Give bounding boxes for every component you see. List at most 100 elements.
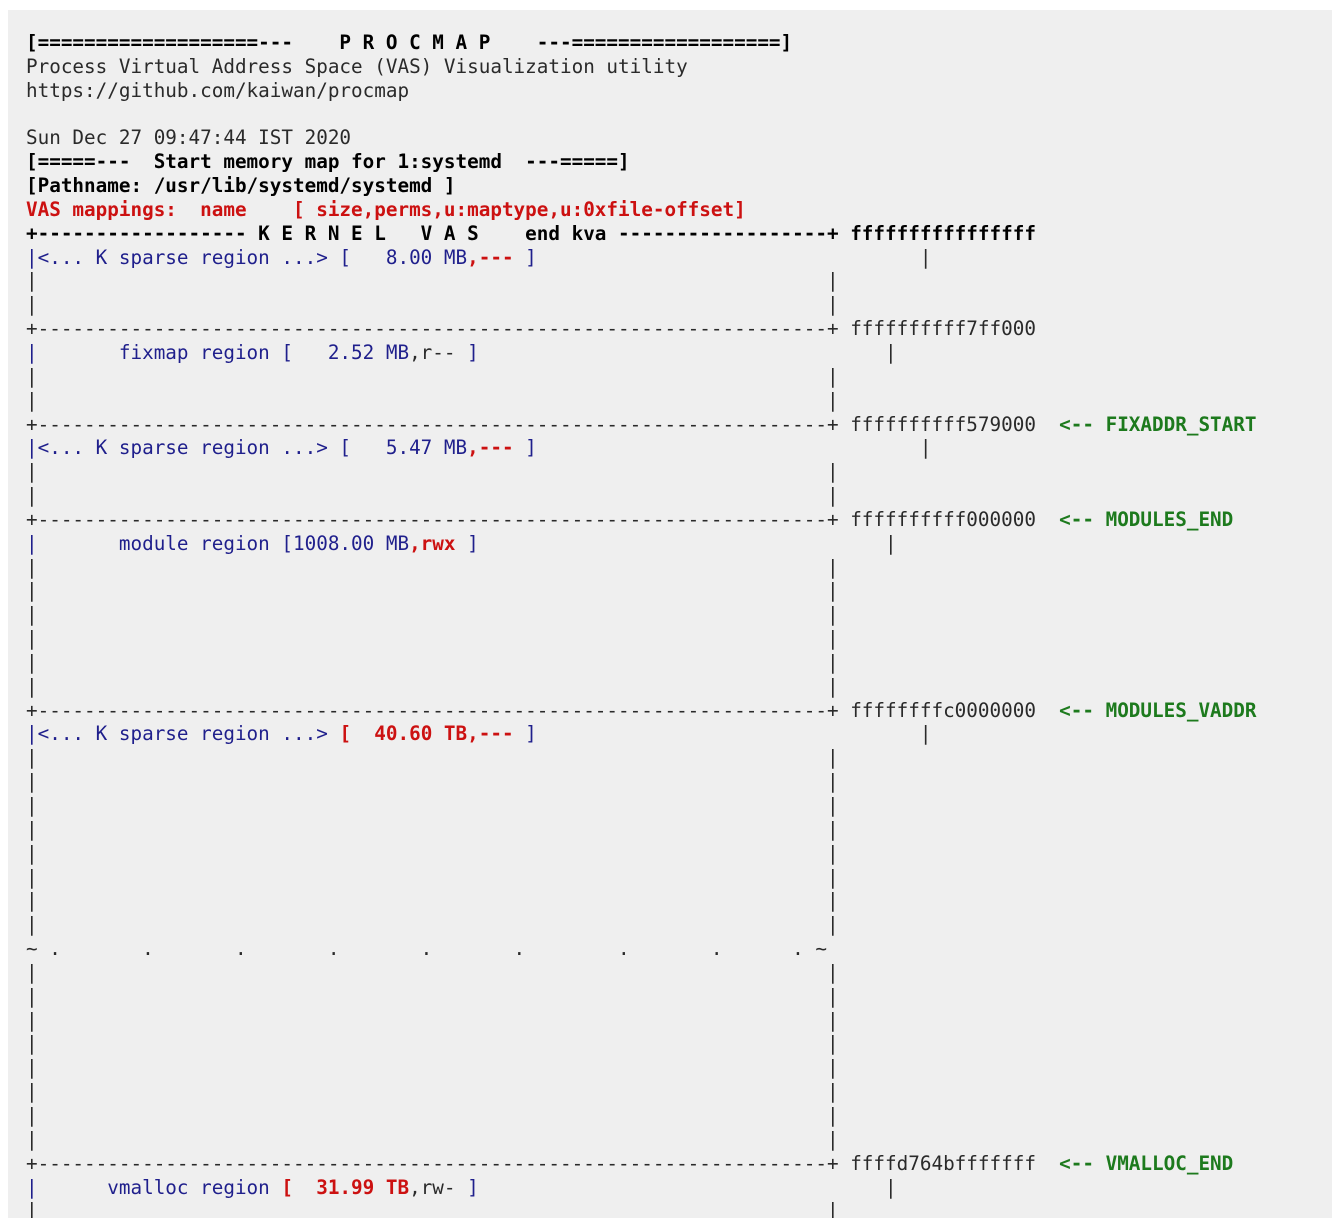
boundary-line: +---------------------------------------… [26,699,1257,723]
line-segment: ,rwx [409,531,456,555]
line-segment: ffffffffff000000 [850,507,1036,531]
line-segment: +---------------------------------------… [26,317,851,341]
line-segment: ] [513,245,537,269]
kernel-vas-header: +------------------ K E R N E L V A S en… [26,222,1257,246]
map-start-line: [=====--- Start memory map for 1:systemd… [26,150,1257,174]
line-segment: | | [26,889,839,913]
line-segment: | | [26,1127,839,1151]
line-segment: |<... K sparse region ...> [ 8.00 MB [26,245,468,269]
line-segment: [ 40.60 TB [339,722,468,746]
gap-line: | | [26,985,1257,1009]
line-segment: ] [513,436,537,460]
legend-line: VAS mappings: name [ size,perms,u:maptyp… [26,198,1257,222]
line-segment: ] [455,531,479,555]
line-segment: | [536,436,932,460]
line-segment: Sun Dec 27 09:47:44 IST 2020 [26,126,352,150]
line-segment: | [478,340,897,364]
pathname-line: [Pathname: /usr/lib/systemd/systemd ] [26,174,1257,198]
line-segment: | module region [1008.00 MB [26,531,410,555]
line-segment: ~ . . . . . . . . . ~ [26,937,827,961]
boundary-line: +---------------------------------------… [26,508,1257,532]
boundary-line: +---------------------------------------… [26,1152,1257,1176]
line-segment: <-- MODULES_VADDR [1035,698,1257,722]
fixmap-region: | fixmap region [ 2.52 MB,r-- ] | [26,341,1257,365]
terminal-window: [===================--- P R O C M A P --… [8,10,1332,1218]
gap-line: | | [26,889,1257,913]
gap-line: | | [26,365,1257,389]
line-segment: <-- MODULES_END [1035,507,1234,531]
line-segment: <-- FIXADDR_START [1035,412,1257,436]
line-segment: ffffffffffffffff [850,221,1036,245]
line-segment: | | [26,960,839,984]
boundary-line: +---------------------------------------… [26,413,1257,437]
line-segment: | fixmap region [ 2.52 MB [26,340,410,364]
line-segment: | | [26,770,839,794]
line-segment: Process Virtual Address Space (VAS) Visu… [26,54,688,78]
gap-line: | | [26,389,1257,413]
gap-line: | | [26,866,1257,890]
line-segment: | vmalloc region [26,1175,282,1199]
line-segment: | | [26,484,839,508]
line-segment: +------------------ K E R N E L V A S en… [26,221,851,245]
elision-line: ~ . . . . . . . . . ~ [26,937,1257,961]
line-segment: | | [26,1080,839,1104]
gap-line: | | [26,961,1257,985]
line-segment: ,rw- [409,1175,456,1199]
line-segment: | | [26,293,839,317]
gap-line: | | [26,1056,1257,1080]
line-segment: |<... K sparse region ...> [26,722,340,746]
line-segment: ffffffffff579000 [850,412,1036,436]
line-segment: | | [26,1199,839,1218]
line-segment: ] [455,1175,479,1199]
line-segment: | | [26,841,839,865]
line-segment: | | [26,1103,839,1127]
line-segment: +---------------------------------------… [26,412,851,436]
terminal-output: [===================--- P R O C M A P --… [26,31,1257,1218]
blank-line [26,103,1257,127]
module-region: | module region [1008.00 MB,rwx ] | [26,532,1257,556]
gap-line: | | [26,770,1257,794]
line-segment: | | [26,650,839,674]
line-segment: | [478,531,897,555]
banner-line: [===================--- P R O C M A P --… [26,31,1257,55]
line-segment: | | [26,913,839,937]
line-segment: https://github.com/kaiwan/procmap [26,78,410,102]
gap-line: | | [26,1104,1257,1128]
line-segment: ,--- [467,245,514,269]
gap-line: | | [26,1009,1257,1033]
line-segment: | [478,1175,897,1199]
line-segment: | | [26,364,839,388]
k-sparse-region-2: |<... K sparse region ...> [ 5.47 MB,---… [26,436,1257,460]
line-segment: |<... K sparse region ...> [ 5.47 MB [26,436,468,460]
line-segment: | | [26,674,839,698]
line-segment: | | [26,817,839,841]
gap-line: | | [26,1128,1257,1152]
line-segment: [===================--- P R O C M A P --… [26,31,793,54]
gap-line: | | [26,746,1257,770]
line-segment: ffffd764bfffffff [850,1151,1036,1175]
gap-line: | | [26,269,1257,293]
line-segment: +---------------------------------------… [26,698,851,722]
gap-line: | | [26,556,1257,580]
gap-line: | | [26,484,1257,508]
gap-line: | | [26,1080,1257,1104]
boundary-line: +---------------------------------------… [26,317,1257,341]
line-segment: [=====--- Start memory map for 1:systemd… [26,150,630,174]
line-segment: <-- VMALLOC_END [1035,1151,1234,1175]
line-segment: | | [26,1056,839,1080]
line-segment: ,r-- [409,340,456,364]
timestamp-line: Sun Dec 27 09:47:44 IST 2020 [26,126,1257,150]
line-segment: | | [26,794,839,817]
line-segment: | | [26,1008,839,1032]
line-segment: | | [26,865,839,889]
line-segment: VAS mappings: name [ size,perms,u:maptyp… [26,197,746,221]
gap-line: | | [26,1032,1257,1056]
line-segment: | | [26,579,839,603]
line-segment: | [536,722,932,746]
k-sparse-region-1: |<... K sparse region ...> [ 8.00 MB,---… [26,246,1257,270]
line-segment: +---------------------------------------… [26,1151,851,1175]
line-segment: ,--- [467,436,514,460]
gap-line: | | [26,842,1257,866]
line-segment: | | [26,984,839,1008]
line-segment: | | [26,603,839,627]
